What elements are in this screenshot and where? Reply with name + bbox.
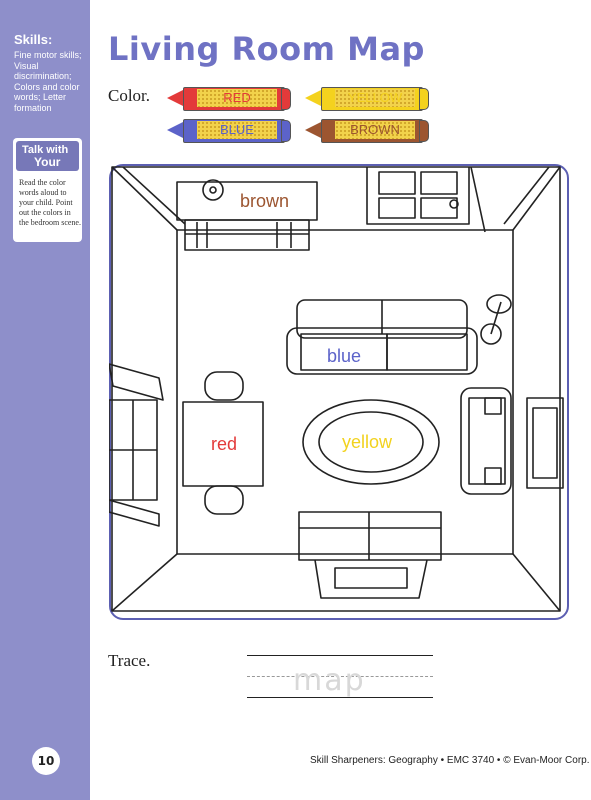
- page-number: 10: [32, 747, 60, 775]
- crayon-wrapper: [197, 121, 277, 139]
- word-yellow: yellow: [342, 432, 393, 452]
- crayon-word: YELLOW: [347, 90, 403, 105]
- room-floor: [176, 229, 514, 555]
- wall-corner-line: [512, 553, 561, 612]
- crayon-end: [281, 88, 291, 110]
- footer-credit: Skill Sharpeners: Geography • EMC 3740 •…: [310, 755, 590, 766]
- crayon-end: [419, 88, 429, 110]
- window: [109, 363, 164, 527]
- color-prompt: Color.: [108, 86, 151, 105]
- talk-header-line2: Your Child: [34, 155, 64, 183]
- blue-sofa: [286, 299, 478, 375]
- floor-lamp: [480, 294, 512, 345]
- crayon-blue: BLUE: [167, 119, 291, 143]
- brown-shelf: [176, 179, 318, 251]
- crayon-end: [281, 120, 291, 142]
- trace-mid-line: [247, 676, 433, 677]
- tv-cabinet: [526, 397, 564, 489]
- word-blue: blue: [327, 346, 362, 366]
- crayon-end: [419, 120, 429, 142]
- talk-with-child-box: Talk with Your Child Read the color word…: [13, 138, 82, 242]
- crayon-brown: BROWN: [305, 119, 429, 143]
- crayon-red: RED: [167, 87, 291, 111]
- trace-base-line: [247, 697, 433, 698]
- crayon-wrapper: [197, 89, 277, 107]
- right-couch: [460, 387, 512, 495]
- wall-corner-line: [503, 166, 550, 225]
- bottom-desk: [298, 511, 442, 599]
- wall-corner-line: [111, 166, 178, 231]
- crayon-tip: [305, 122, 321, 138]
- talk-with-child-text: Read the color words aloud to your child…: [19, 178, 81, 227]
- trace-word: map: [293, 663, 366, 698]
- crayon-tip: [167, 90, 183, 106]
- trace-prompt: Trace.: [108, 651, 151, 670]
- wall-corner-line: [512, 166, 561, 231]
- page-title: Living Room Map: [108, 30, 425, 68]
- crayon-wrapper: [335, 89, 415, 107]
- word-red: red: [211, 434, 238, 454]
- left-sidebar: Skills: Fine motor skills; Visual discri…: [0, 0, 90, 800]
- room-map-frame: [109, 164, 569, 620]
- skills-text: Fine motor skills; Visual discrimination…: [14, 50, 82, 113]
- crayon-tip: [167, 122, 183, 138]
- skills-title: Skills:: [14, 32, 53, 47]
- word-brown: brown: [240, 191, 290, 211]
- crayon-tip: [305, 90, 321, 106]
- yellow-rug: [302, 399, 440, 485]
- red-table: [182, 371, 264, 515]
- trace-top-line: [247, 655, 433, 656]
- wall-corner-line: [122, 166, 186, 225]
- crayon-word: BROWN: [350, 122, 400, 137]
- crayon-wrapper: [335, 121, 415, 139]
- crayon-word: BLUE: [220, 122, 254, 137]
- talk-with-child-header: Talk with Your Child: [16, 141, 79, 183]
- door: [366, 166, 486, 233]
- living-room-drawing: [109, 166, 564, 612]
- crayon-yellow: YELLOW: [305, 87, 429, 111]
- crayon-word: RED: [223, 90, 251, 105]
- room-outer-wall: [111, 166, 561, 612]
- talk-header-line1: Talk with: [22, 144, 69, 156]
- wall-corner-line: [111, 553, 178, 612]
